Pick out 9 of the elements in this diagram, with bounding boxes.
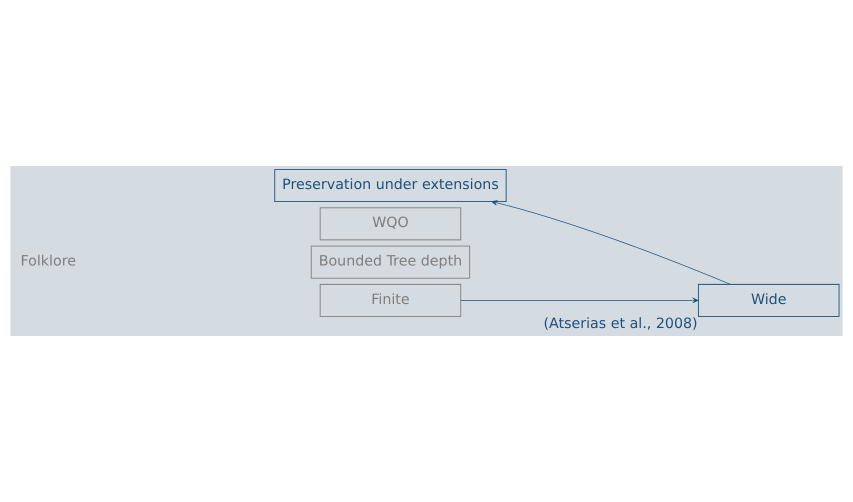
node-box: WQO (320, 207, 462, 240)
arrow (491, 200, 731, 285)
label: Folklore (20, 254, 76, 270)
node-box: Finite (320, 284, 462, 317)
node-label: (Atserias et al., 2008) (543, 316, 698, 332)
node-box: Bounded Tree depth (310, 246, 470, 279)
node-box: Wide (698, 284, 840, 317)
arrow (460, 298, 698, 304)
node-box: Preservation under extensions (274, 169, 507, 202)
